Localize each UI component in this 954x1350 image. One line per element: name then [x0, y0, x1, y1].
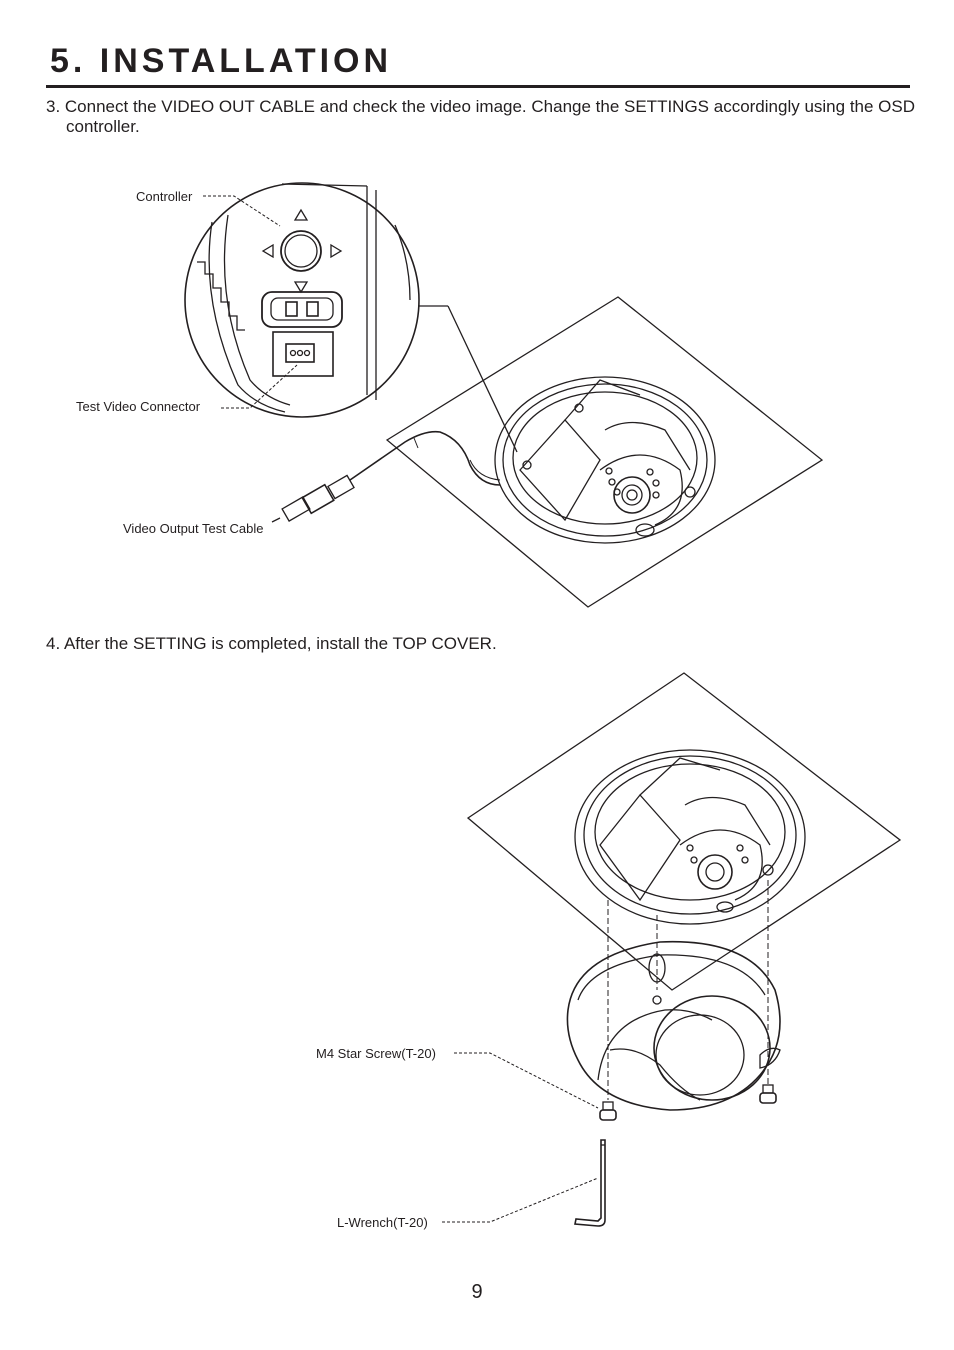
star-screw-icon	[599, 1084, 777, 1121]
step-3-text: 3. Connect the VIDEO OUT CABLE and check…	[46, 97, 916, 136]
ceiling-plate-2	[466, 672, 902, 991]
label-l-wrench: L-Wrench(T-20)	[337, 1215, 428, 1230]
page-number: 9	[471, 1281, 483, 1303]
osd-controller-icon	[261, 208, 343, 294]
ceiling-plate	[385, 296, 824, 608]
step-4-text: 4. After the SETTING is completed, insta…	[46, 634, 497, 653]
label-video-output-cable: Video Output Test Cable	[123, 521, 264, 536]
top-cover-dome	[566, 940, 781, 1111]
label-m4-star-screw: M4 Star Screw(T-20)	[316, 1046, 436, 1061]
test-video-connector-icon	[272, 331, 334, 377]
dome-camera-base	[574, 749, 806, 925]
zoom-circle	[184, 182, 420, 418]
label-test-video-connector: Test Video Connector	[76, 399, 201, 414]
bnc-connector-icon	[271, 474, 355, 523]
video-output-test-cable	[349, 430, 501, 486]
l-wrench-icon	[574, 1139, 606, 1227]
label-controller: Controller	[136, 189, 193, 204]
dome-camera-open	[494, 376, 716, 544]
title-divider	[46, 85, 910, 88]
page-title: 5. INSTALLATION	[50, 42, 393, 80]
